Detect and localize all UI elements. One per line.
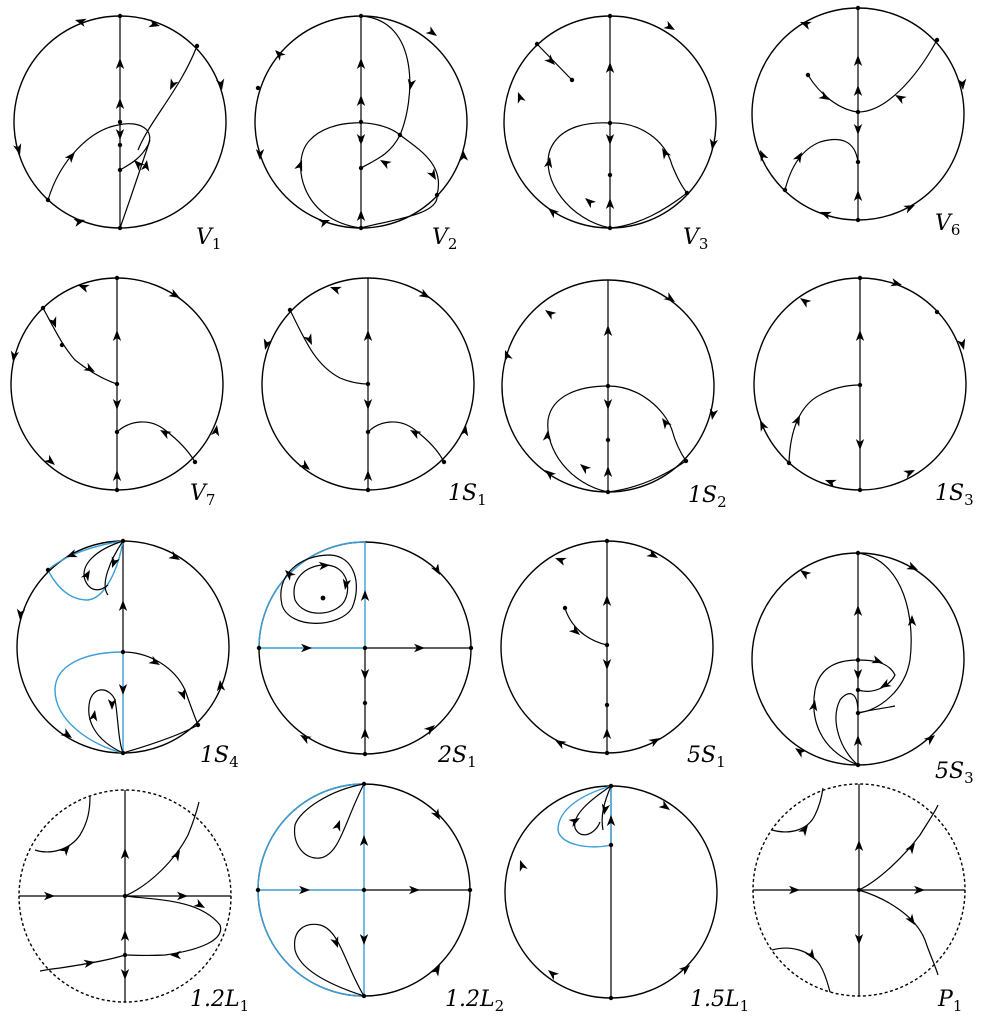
panel-label-5S3: 5S3 xyxy=(935,759,974,787)
panel-V3: V3 xyxy=(503,13,719,253)
panel-1.5L1: 1.5L1 xyxy=(504,783,749,1015)
panel-label-1S3: 1S3 xyxy=(935,481,974,509)
panel-label-5S1: 5S1 xyxy=(687,743,726,771)
panel-label-V7: V7 xyxy=(190,481,215,509)
panel-1S3: 1S3 xyxy=(753,275,974,509)
panel-1.2L2: 1.2L2 xyxy=(255,781,504,1015)
panel-5S3: 5S3 xyxy=(751,550,974,787)
panel-2S1: 2S1 xyxy=(256,541,477,771)
panel-label-1S2: 1S2 xyxy=(688,483,727,511)
panel-V1: V1 xyxy=(13,13,227,253)
panel-V7: V7 xyxy=(8,275,224,509)
panel-label-1S4: 1S4 xyxy=(200,743,239,771)
panel-1.2L1: 1.2L1 xyxy=(18,789,249,1015)
panel-label-1.2L2: 1.2L2 xyxy=(445,987,504,1015)
panel-V6: V6 xyxy=(751,5,968,239)
panel-V2: V2 xyxy=(254,13,469,253)
panel-label-V2: V2 xyxy=(432,225,457,253)
panel-label-V6: V6 xyxy=(935,211,960,239)
panel-5S1: 5S1 xyxy=(500,538,726,771)
panel-label-1.2L1: 1.2L1 xyxy=(190,987,249,1015)
panel-label-P1: P1 xyxy=(937,987,962,1015)
panel-label-V1: V1 xyxy=(196,225,221,253)
panel-1S4: 1S4 xyxy=(15,538,239,771)
panel-P1: P1 xyxy=(752,783,966,1015)
panel-label-1S1: 1S1 xyxy=(448,481,487,509)
panel-label-V3: V3 xyxy=(683,225,708,253)
panel-label-1.5L1: 1.5L1 xyxy=(690,987,749,1015)
panel-1S1: 1S1 xyxy=(260,277,487,509)
panel-label-2S1: 2S1 xyxy=(437,743,477,771)
panel-1S2: 1S2 xyxy=(501,279,727,511)
